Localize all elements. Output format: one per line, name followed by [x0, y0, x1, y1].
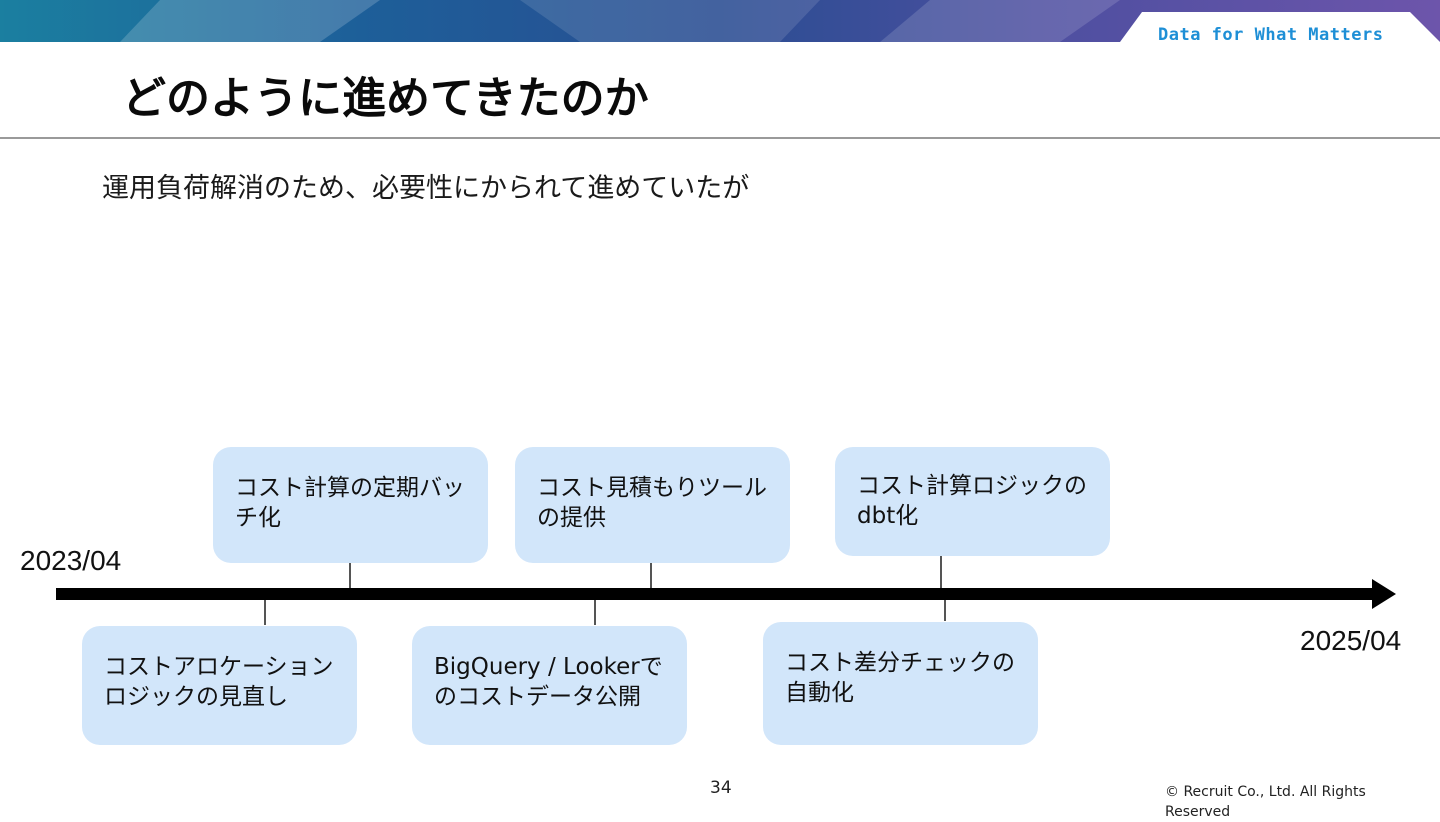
- page-number: 34: [710, 778, 732, 798]
- banner-facet: [880, 0, 1120, 42]
- timeline-start-label: 2023/04: [20, 545, 122, 576]
- connector-tick: [650, 563, 652, 588]
- event-batch-cost-calculation: コスト計算の定期バッチ化: [213, 447, 488, 563]
- event-cost-diff-check: コスト差分チェックの自動化: [763, 622, 1038, 745]
- banner-facet: [520, 0, 820, 42]
- tagline: Data for What Matters: [1158, 25, 1384, 45]
- event-dbt-cost-logic: コスト計算ロジックのdbt化: [835, 447, 1110, 556]
- connector-tick: [349, 563, 351, 588]
- connector-tick: [940, 556, 942, 588]
- connector-tick: [594, 600, 596, 625]
- banner-facet: [120, 0, 380, 42]
- title-divider: [0, 137, 1440, 139]
- tagline-tab: [1120, 12, 1440, 42]
- timeline-arrow: [56, 579, 1396, 609]
- timeline-end-label: 2025/04: [1300, 625, 1402, 656]
- slide-subtitle: 運用負荷解消のため、必要性にかられて進めていたが: [102, 173, 750, 204]
- slide-title: どのように進めてきたのか: [122, 73, 649, 124]
- connector-tick: [944, 600, 946, 621]
- event-cost-allocation-review: コストアロケーションロジックの見直し: [82, 626, 357, 745]
- event-cost-estimate-tool: コスト見積もりツールの提供: [515, 447, 790, 563]
- event-bigquery-looker-publish: BigQuery / Lookerでのコストデータ公開: [412, 626, 687, 745]
- connector-tick: [264, 600, 266, 625]
- copyright: © Recruit Co., Ltd. All Rights Reserved: [1165, 784, 1366, 820]
